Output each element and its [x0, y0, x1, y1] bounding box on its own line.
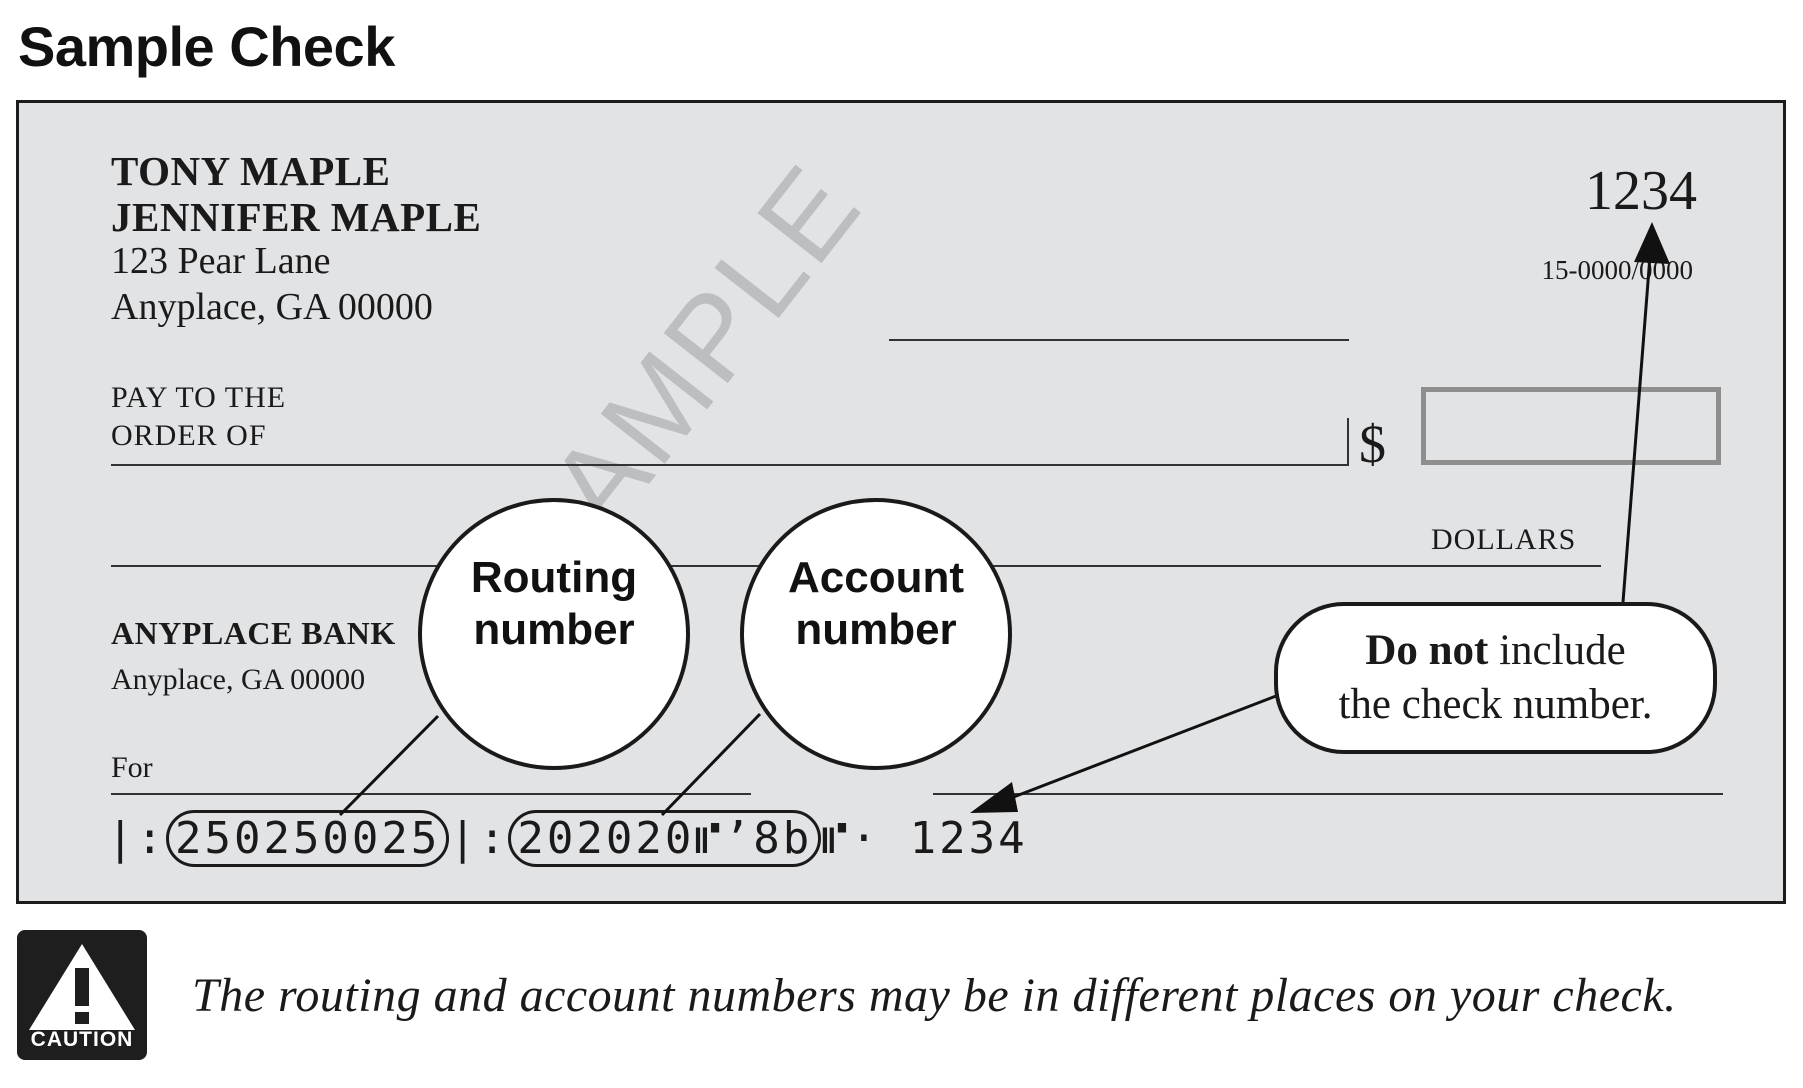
dollar-sign: $ [1359, 414, 1386, 474]
payee-line-end [1347, 418, 1349, 466]
bank-address: Anyplace, GA 00000 [111, 663, 366, 696]
caution-note: The routing and account numbers may be i… [192, 969, 1677, 1022]
note-rest: include [1488, 627, 1626, 674]
note-bold: Do not [1365, 627, 1489, 674]
routing-pointer-line [338, 714, 440, 817]
routing-callout-line1: Routing [470, 553, 638, 602]
pay-to-label-1: PAY TO THE [111, 381, 287, 414]
memo-label: For [111, 751, 153, 784]
pay-to-label-2: ORDER OF [111, 419, 267, 452]
micr-line: |:250250025|:202020⑈’8b⑈· 1234 [107, 810, 1028, 867]
routing-callout-line2: number [473, 605, 635, 654]
owner-name-2: JENNIFER MAPLE [111, 194, 482, 240]
account-callout-line1: Account [788, 553, 964, 602]
owner-name-1: TONY MAPLE [111, 148, 391, 194]
micr-routing-prefix: |: [107, 813, 166, 864]
note-line1: Do not include [1278, 624, 1713, 678]
caution-icon-label: CAUTION [30, 1028, 134, 1051]
routing-callout: Routing number [418, 498, 690, 770]
micr-account-suffix: ⑈· [821, 813, 881, 864]
owner-address-line2: Anyplace, GA 00000 [111, 286, 433, 328]
check-number-note: Do not include the check number. [1274, 602, 1717, 754]
page-title: Sample Check [18, 15, 395, 78]
micr-routing-suffix: |: [449, 813, 509, 864]
note-to-check-number-arrowhead [1634, 222, 1670, 264]
amount-box [1421, 387, 1721, 465]
note-to-micr-line [984, 694, 1277, 810]
note-line2: the check number. [1338, 681, 1653, 728]
account-callout-line2: number [795, 605, 957, 654]
caution-icon: CAUTION [17, 930, 147, 1060]
memo-line [111, 793, 751, 795]
account-pointer-line [660, 712, 762, 817]
owner-address-line1: 123 Pear Lane [111, 240, 331, 282]
warning-triangle-icon [29, 944, 135, 1030]
note-to-check-number-line [1621, 255, 1652, 603]
note-to-micr-arrowhead [970, 782, 1018, 813]
micr-account-number: 202020⑈’8b [508, 810, 822, 867]
dollars-label: DOLLARS [1431, 523, 1577, 556]
micr-check-number: 1234 [909, 813, 1028, 864]
signature-line [933, 793, 1723, 795]
check-number: 1234 [1585, 160, 1697, 222]
date-line [889, 339, 1349, 341]
account-callout: Account number [740, 498, 1012, 770]
micr-routing-number: 250250025 [165, 810, 450, 867]
bank-name: ANYPLACE BANK [111, 615, 396, 651]
payee-line [111, 464, 1349, 466]
